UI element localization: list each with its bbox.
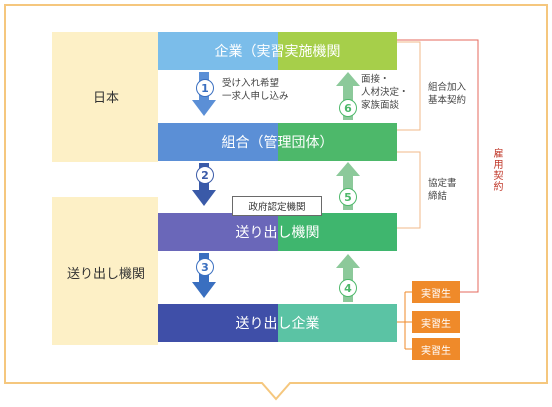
step-6-text-line1: 面接・	[361, 74, 390, 85]
union-label: 組合（管理団体）	[221, 135, 334, 151]
company-japan-label: 企業（実習実施機関	[214, 44, 341, 60]
japan-label: 日本	[93, 91, 120, 106]
step-1-text-line2: 一求人申し込み	[222, 91, 289, 102]
trainee-box: 実習生	[412, 281, 460, 303]
trainee-box: 実習生	[412, 338, 460, 360]
japan-region	[52, 32, 158, 162]
employment-contract-label: 雇用契約	[491, 148, 502, 192]
step-5-badge: 5	[339, 188, 357, 206]
sending-company-box: 送り出し企業	[158, 304, 397, 342]
step-1-text-line1: 受け入れ希望	[222, 78, 280, 89]
step-2-badge: 2	[196, 166, 214, 184]
step-6-text-line3: 家族面談	[361, 100, 400, 111]
sending-company-label: 送り出し企業	[235, 316, 320, 332]
union-box: 組合（管理団体）	[158, 123, 397, 161]
sending-org-box: 送り出し機関	[158, 213, 397, 251]
step-3-badge: 3	[196, 258, 214, 276]
basic-contract-line2: 基本契約	[428, 95, 467, 106]
agreement-line2: 締結	[428, 191, 448, 202]
company-japan-box: 企業（実習実施機関	[158, 32, 397, 70]
trainee-box: 実習生	[412, 311, 460, 333]
step-6-badge: 6	[339, 99, 357, 117]
sending-region-label: 送り出し機関	[67, 267, 146, 282]
government-certified-box: 政府認定機関	[232, 196, 322, 216]
step-1-badge: 1	[196, 79, 214, 97]
sending-region	[52, 197, 158, 345]
sending-org-label: 送り出し機関	[235, 225, 320, 241]
basic-contract-line1: 組合加入	[428, 82, 467, 93]
step-6-text-line2: 人材決定・	[361, 87, 409, 98]
step-4-badge: 4	[339, 279, 357, 297]
agreement-line1: 協定書	[428, 178, 457, 189]
